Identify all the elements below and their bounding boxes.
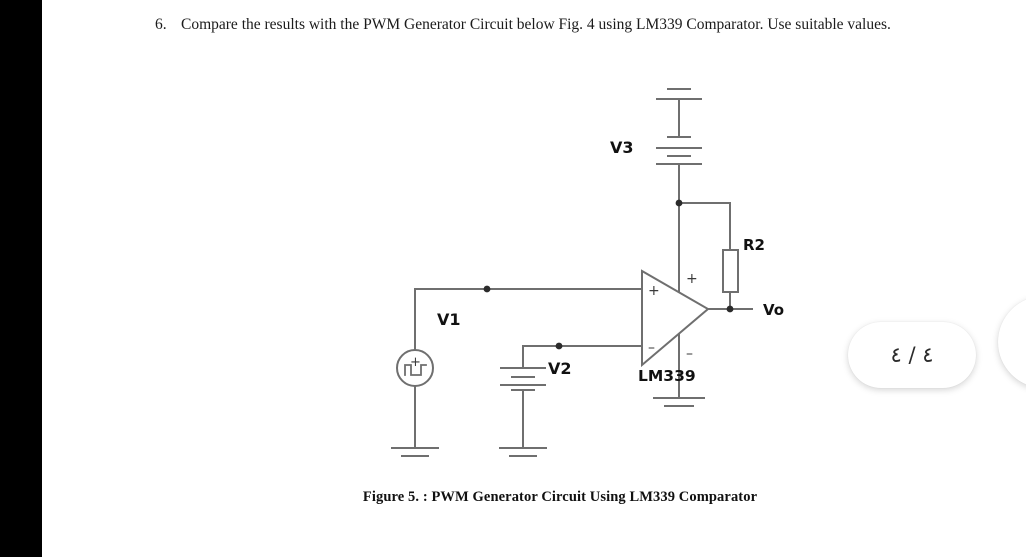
label-noninverting-input: + [648, 283, 660, 299]
v3-source-symbol [656, 88, 702, 204]
comparator-ground-symbol [653, 397, 705, 407]
label-positive-supply: + [686, 271, 698, 287]
circuit-figure: V3 V1 V2 R2 Vo LM339 + – + – + [380, 78, 800, 478]
label-v1: V1 [437, 310, 461, 329]
question-block: 6. Compare the results with the PWM Gene… [155, 14, 965, 35]
v1-ground-symbol [391, 447, 439, 457]
junction-dot-v1 [483, 285, 491, 293]
junction-dot-vo [726, 305, 734, 313]
circuit-schematic-svg: V3 V1 V2 R2 Vo LM339 + – + – + [391, 88, 784, 457]
v1-source-symbol [396, 349, 434, 387]
label-v2: V2 [548, 359, 572, 378]
figure-caption-wrap: Figure 5. : PWM Generator Circuit Using … [160, 488, 960, 506]
label-inverting-input: – [648, 340, 655, 356]
label-vo: Vo [763, 301, 784, 319]
question-row: 6. Compare the results with the PWM Gene… [155, 14, 965, 35]
r2-resistor-symbol [722, 249, 739, 310]
next-page-button[interactable] [998, 296, 1026, 388]
v2-branch-wires [522, 345, 643, 449]
label-v3: V3 [610, 138, 634, 157]
v2-ground-symbol [499, 447, 547, 457]
label-negative-supply: – [686, 346, 693, 362]
viewer-gutter-bar [0, 0, 42, 557]
label-v1-positive-terminal: + [410, 355, 421, 370]
junction-dot-v3 [675, 199, 683, 207]
label-lm339: LM339 [638, 367, 696, 385]
question-number: 6. [155, 16, 167, 33]
figure-caption: Figure 5. : PWM Generator Circuit Using … [362, 489, 758, 505]
page-indicator[interactable]: ٤ / ٤ [848, 322, 976, 388]
v1-branch-wires [414, 288, 643, 449]
v2-source-symbol [500, 367, 546, 391]
label-r2: R2 [743, 236, 765, 254]
junction-dot-v2 [555, 342, 563, 350]
question-text: Compare the results with the PWM Generat… [181, 16, 891, 33]
